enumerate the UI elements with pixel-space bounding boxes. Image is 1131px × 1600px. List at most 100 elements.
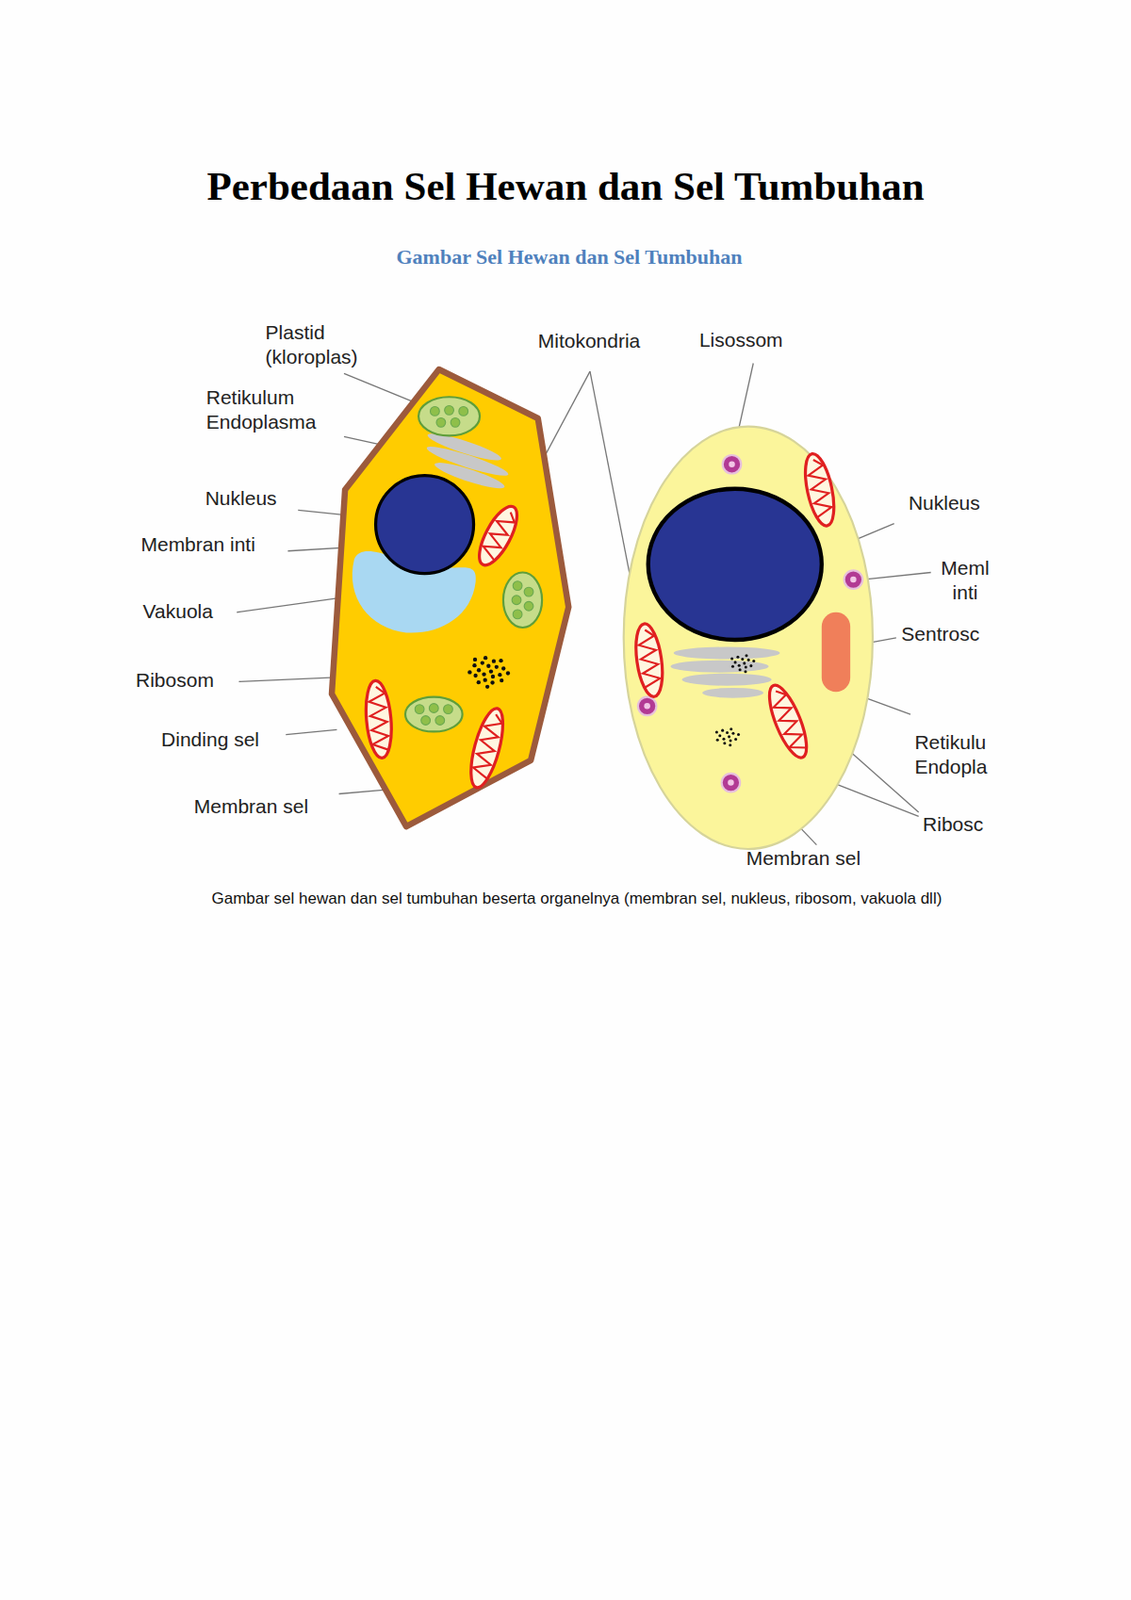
ribosome-dot bbox=[740, 657, 744, 661]
ribosome-dot bbox=[483, 655, 488, 660]
organelle-label: Ribosc bbox=[922, 812, 984, 837]
ribosome-dot bbox=[743, 670, 747, 673]
ribosome-dot bbox=[718, 734, 722, 738]
mitochondrion bbox=[464, 705, 510, 791]
ribosome-dot bbox=[715, 731, 719, 735]
granum bbox=[414, 704, 425, 715]
page-title: Perbedaan Sel Hewan dan Sel Tumbuhan bbox=[0, 163, 1131, 210]
figure-heading: Gambar Sel Hewan dan Sel Tumbuhan bbox=[3, 245, 1131, 270]
granum bbox=[430, 407, 441, 417]
ribosome-dot bbox=[473, 657, 477, 662]
ribosome-dot bbox=[497, 672, 502, 677]
organelle-label: Plastid (kloroplas) bbox=[265, 320, 394, 370]
ribosome-dot bbox=[485, 685, 490, 689]
organelle-label: Membran sel bbox=[746, 846, 861, 871]
ribosome-dot bbox=[486, 664, 491, 669]
ribosome-dot bbox=[722, 741, 726, 745]
ribosome-dot bbox=[752, 659, 755, 663]
granum bbox=[524, 601, 534, 611]
ribosome-dot bbox=[473, 673, 477, 678]
granum bbox=[524, 587, 534, 597]
ribosome-dot bbox=[467, 670, 472, 674]
granum bbox=[443, 704, 454, 715]
granum bbox=[458, 407, 469, 417]
animal-cell-membrane bbox=[623, 426, 873, 850]
organelle-label: Vakuola bbox=[143, 599, 214, 624]
lysosome bbox=[638, 697, 656, 716]
ribosome-dot bbox=[491, 658, 496, 663]
ribosome-dot bbox=[734, 660, 738, 664]
ribosome-dot bbox=[738, 668, 742, 672]
ribosome-dot bbox=[489, 669, 493, 673]
ribosome-dot bbox=[728, 743, 732, 747]
organelle-label: Ribosom bbox=[135, 668, 214, 693]
plant-nucleus bbox=[376, 475, 475, 574]
granum bbox=[512, 581, 523, 591]
centrosome bbox=[821, 612, 851, 692]
lysosome-core bbox=[728, 460, 735, 467]
ribosome-dot bbox=[725, 731, 729, 735]
ribosome-dot bbox=[730, 657, 734, 661]
granum bbox=[511, 595, 522, 606]
ribosome-dot bbox=[731, 732, 735, 736]
organelle-label: Nukleus bbox=[205, 486, 278, 511]
ribosome-dot bbox=[499, 678, 504, 683]
organelle-label: Dinding sel bbox=[161, 727, 260, 753]
ribosome-dot bbox=[737, 664, 741, 668]
ribosome-dot bbox=[744, 654, 748, 657]
ribosome-dot bbox=[727, 735, 731, 738]
granum bbox=[435, 716, 445, 726]
ribosome-dot bbox=[472, 663, 476, 668]
lysosome-core bbox=[727, 779, 734, 786]
ribosome-dot bbox=[498, 658, 503, 663]
organelle-label: Meml inti bbox=[936, 556, 994, 606]
ribosome-dot bbox=[744, 665, 748, 669]
endoplasmic-reticulum bbox=[671, 647, 781, 699]
organelle-label: Mitokondria bbox=[538, 328, 641, 354]
organelle-label: Nukleus bbox=[908, 491, 981, 516]
granum bbox=[450, 417, 460, 427]
lysosome bbox=[844, 570, 863, 589]
mitochondrion bbox=[472, 501, 525, 571]
organelle-label: Sentrosc bbox=[901, 622, 980, 647]
ribosome-dot bbox=[501, 666, 506, 671]
granum bbox=[444, 405, 455, 415]
animal-nucleus bbox=[648, 489, 822, 640]
ribosome-dot bbox=[716, 738, 720, 742]
organelle-label: Retikulum Endoplasma bbox=[206, 385, 355, 435]
ribosome-dot bbox=[742, 661, 746, 665]
ribosome-dot bbox=[734, 737, 738, 741]
ribosome-dot bbox=[506, 671, 510, 675]
mitochondrion bbox=[762, 681, 815, 763]
lysosomes bbox=[638, 455, 863, 792]
ribosome-dot bbox=[749, 664, 753, 668]
ribosome-dot bbox=[736, 655, 739, 659]
lysosome-core bbox=[850, 576, 856, 583]
granum bbox=[421, 716, 431, 726]
organelle-label: Membran sel bbox=[194, 794, 309, 820]
lysosome bbox=[721, 773, 740, 792]
ribosome-dot bbox=[729, 738, 733, 742]
ribosome-dot bbox=[737, 733, 740, 737]
granum bbox=[512, 609, 523, 620]
organelle-label: Membran inti bbox=[140, 532, 255, 558]
ribosome-dot bbox=[729, 727, 733, 731]
mitochondrion bbox=[800, 451, 840, 529]
ribosome-dot bbox=[476, 680, 481, 685]
ribosome-dot bbox=[476, 668, 481, 673]
ribosome-dot bbox=[490, 680, 494, 685]
mitochondrion bbox=[632, 622, 668, 699]
plant-cell-wall bbox=[331, 369, 569, 827]
ribosome-dot bbox=[721, 729, 724, 733]
chloroplast-grana bbox=[414, 405, 534, 725]
ribosome-dot bbox=[731, 665, 735, 669]
mitochondrion bbox=[362, 679, 394, 759]
ribosome-dot bbox=[481, 672, 486, 676]
lysosome bbox=[722, 455, 741, 474]
ribosome-dot bbox=[480, 660, 485, 665]
granum bbox=[436, 417, 446, 427]
ribosome-dot bbox=[721, 737, 725, 741]
ribosome-dot bbox=[491, 674, 495, 679]
figure-caption: Gambar sel hewan dan sel tumbuhan besert… bbox=[152, 884, 1000, 914]
